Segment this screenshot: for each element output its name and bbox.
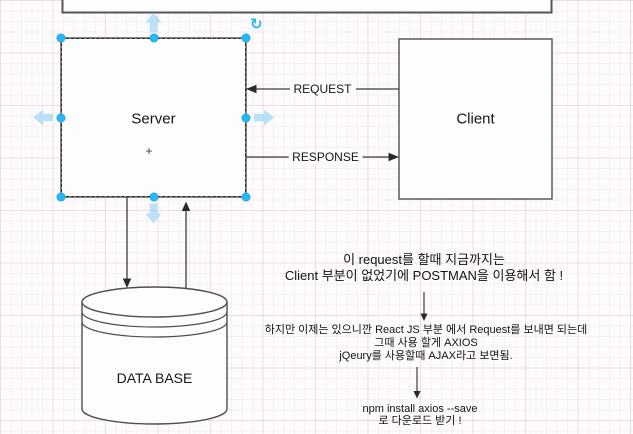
rotate-icon[interactable]: ↻ xyxy=(250,16,263,33)
client-label: Client xyxy=(456,110,495,128)
note-line: npm install axios --save xyxy=(362,403,478,415)
request-edge-label: REQUEST xyxy=(289,82,356,96)
database-top-ellipse xyxy=(81,286,228,318)
note-arrowhead-icon xyxy=(413,391,421,399)
response-edge-label: RESPONSE xyxy=(288,150,363,164)
selection-handle-s[interactable] xyxy=(149,193,158,201)
direction-arrow-down-icon[interactable] xyxy=(145,203,162,224)
note-postman[interactable]: 이 request를 할때 지금까지는 Client 부분이 없었기에 POST… xyxy=(285,252,563,284)
note-line: jQeury를 사용할때 AJAX라고 보면됨. xyxy=(339,350,513,362)
database-node[interactable] xyxy=(81,286,228,425)
direction-arrow-up-icon[interactable] xyxy=(145,12,162,33)
selection-handle-nw[interactable] xyxy=(57,34,65,42)
database-body[interactable] xyxy=(81,302,228,425)
note-line: 로 다운로드 받기 ! xyxy=(378,415,462,427)
note-line: 그때 사용 할게 AXIOS xyxy=(374,337,478,349)
note-arrowhead-icon xyxy=(420,313,428,321)
note-axios[interactable]: 하지만 이제는 있으니깐 React JS 부분 에서 Request를 보내면… xyxy=(265,324,588,363)
server-node[interactable] xyxy=(60,37,247,198)
server-label: Server xyxy=(131,110,176,127)
note-line: Client 부분이 없었기에 POSTMAN을 이용해서 함 ! xyxy=(284,268,564,283)
selection-handle-sw[interactable] xyxy=(57,193,65,201)
client-node[interactable] xyxy=(398,38,553,200)
note-line: 하지만 이제는 있으니깐 React JS 부분 에서 Request를 보내면… xyxy=(264,324,588,336)
top-box-node[interactable] xyxy=(61,0,553,14)
up-arrowhead-icon xyxy=(181,201,191,211)
selection-handle-w[interactable] xyxy=(57,113,65,122)
note-line: 이 request를 할때 지금까지는 xyxy=(343,252,505,267)
database-label: DATA BASE xyxy=(116,370,193,386)
selection-handle-n[interactable] xyxy=(149,34,158,42)
request-arrowhead-icon xyxy=(246,84,257,94)
direction-arrow-left-icon[interactable] xyxy=(33,109,53,126)
server-plus-glyph: + xyxy=(145,144,153,158)
selection-handle-e[interactable] xyxy=(242,113,250,122)
selection-handle-ne[interactable] xyxy=(242,34,250,42)
direction-arrow-right-icon[interactable] xyxy=(254,109,274,126)
selection-handle-se[interactable] xyxy=(242,193,250,201)
note-npm-install[interactable]: npm install axios --save 로 다운로드 받기 ! xyxy=(363,403,478,427)
down-arrowhead-icon xyxy=(122,278,132,288)
database-disk-line xyxy=(81,311,228,328)
database-disk-line xyxy=(81,321,228,338)
response-arrowhead-icon xyxy=(388,152,399,162)
